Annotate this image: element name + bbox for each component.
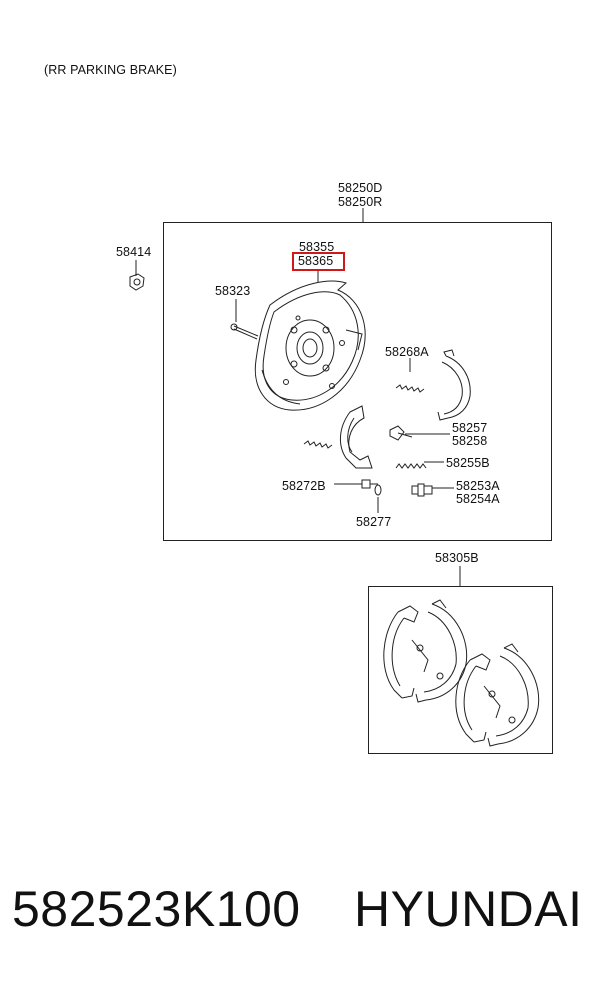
- part-label-58268A[interactable]: 58268A: [385, 345, 429, 359]
- backing-plate: [254, 280, 366, 411]
- part-label-58323[interactable]: 58323: [215, 284, 251, 298]
- footer-part-number: 582523K100: [12, 881, 301, 937]
- part-label-58250D[interactable]: 58250D: [338, 181, 383, 195]
- footer-brand: HYUNDAI: [354, 881, 583, 937]
- part-label-58250R[interactable]: 58250R: [338, 195, 383, 209]
- part-label-58414[interactable]: 58414: [116, 245, 152, 259]
- adjuster-58257: [389, 425, 413, 441]
- part-label-58272B[interactable]: 58272B: [282, 479, 326, 493]
- part-label-58257[interactable]: 58257: [452, 421, 488, 435]
- pin-58272B: [361, 479, 378, 489]
- diagram-caption: (RR PARKING BRAKE): [44, 63, 177, 77]
- nut-58414: [129, 273, 145, 291]
- part-label-58355[interactable]: 58355: [299, 240, 335, 254]
- part-label-58277[interactable]: 58277: [356, 515, 392, 529]
- part-label-58254A[interactable]: 58254A: [456, 492, 500, 506]
- part-label-58253A[interactable]: 58253A: [456, 479, 500, 493]
- parking-lever-shoe: [340, 405, 373, 469]
- spring: [303, 440, 333, 449]
- assembly-frame: [163, 222, 552, 541]
- shoe-kit-frame: [368, 586, 553, 754]
- shoe-kit-drawing: [383, 599, 540, 747]
- spring-58255B: [395, 463, 427, 469]
- part-label-58255B[interactable]: 58255B: [446, 456, 490, 470]
- adjuster-58253A: [411, 483, 433, 497]
- part-label-58365[interactable]: 58365: [298, 254, 334, 268]
- part-label-58258[interactable]: 58258: [452, 434, 488, 448]
- brake-shoe-58268A: [437, 349, 471, 421]
- highlight-box: [292, 252, 345, 271]
- bolt-58323: [230, 323, 259, 340]
- spring: [395, 384, 425, 393]
- part-label-58305B[interactable]: 58305B: [435, 551, 479, 565]
- cup-58277: [374, 484, 382, 496]
